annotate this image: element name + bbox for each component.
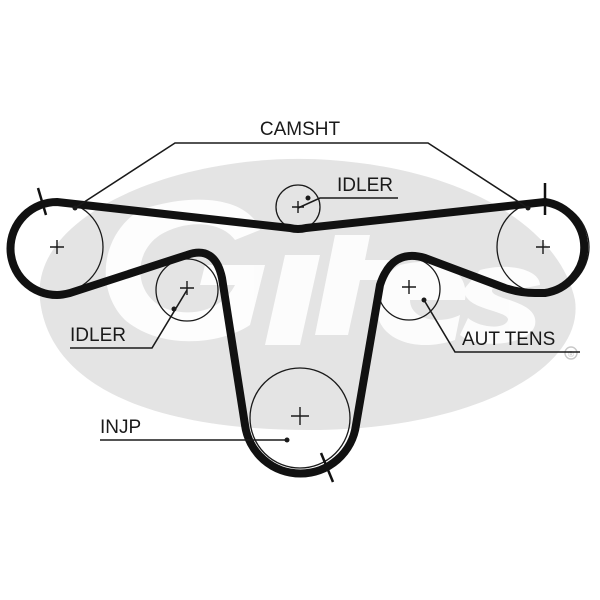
injection-pump-label: INJP (100, 417, 141, 438)
camshaft-label: CAMSHT (260, 119, 341, 140)
timing-belt (6, 198, 589, 478)
auto-tensioner-leader-line (423, 299, 580, 353)
camshaft-leader-line (74, 142, 529, 209)
idler-top-label: IDLER (337, 175, 393, 196)
injection-pump-pulley (249, 367, 351, 469)
pulley-center-marks (50, 201, 550, 425)
gates-watermark-logo: ® (39, 158, 578, 430)
registered-mark-icon: ® (564, 346, 578, 360)
auto-tensioner-label: AUT TENS (462, 329, 555, 350)
leader-anchor-dots (72, 195, 531, 443)
timing-mark-injection-pump (319, 452, 335, 483)
svg-text:®: ® (567, 350, 575, 359)
timing-mark-left-cam (36, 187, 48, 216)
idler-left-label: IDLER (70, 325, 126, 346)
idler-top-leader-line (297, 197, 398, 209)
